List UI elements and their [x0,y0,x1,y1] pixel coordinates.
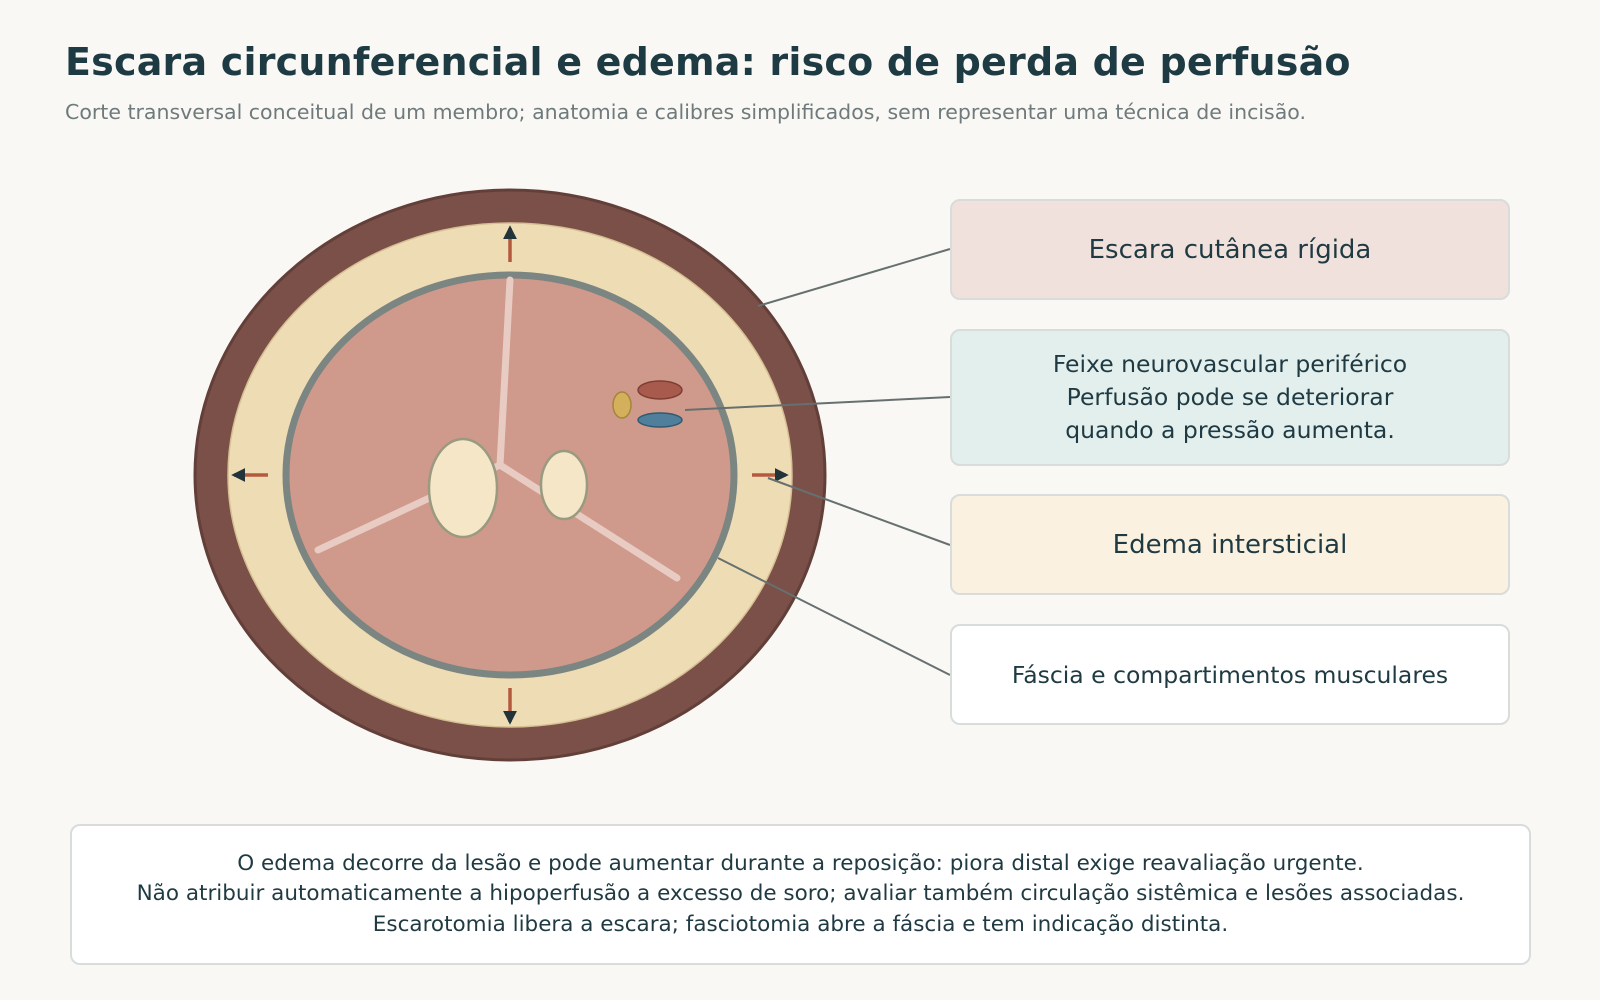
clinical-note-box: O edema decorre da lesão e pode aumentar… [70,824,1531,965]
leader-edema [767,477,951,546]
artery [637,380,683,400]
callout-feixe-title: Feixe neurovascular periférico [1052,350,1408,378]
callout-feixe-line1: Perfusão pode se deteriorar [1066,383,1394,411]
callout-edema-label: Edema intersticial [1112,529,1348,560]
leader-escara [757,248,951,307]
callout-escara: Escara cutânea rígida [950,199,1510,300]
callout-escara-label: Escara cutânea rígida [1088,234,1372,265]
leader-lines [684,248,951,676]
note-line-3: Escarotomia libera a escara; fasciotomia… [372,911,1229,937]
page-title: Escara circunferencial e edema: risco de… [65,40,1351,84]
callout-fascia: Fáscia e compartimentos musculares [950,624,1510,725]
vein [637,412,683,428]
callout-fascia-label: Fáscia e compartimentos musculares [1011,660,1449,689]
note-line-1: O edema decorre da lesão e pode aumentar… [237,850,1364,876]
page-subtitle: Corte transversal conceitual de um membr… [65,100,1306,124]
callout-feixe-neurovascular: Feixe neurovascular periférico Perfusão … [950,329,1510,466]
limb-cross-section-diagram [193,188,951,762]
callout-edema: Edema intersticial [950,494,1510,595]
bone-small [539,449,589,521]
bone-large [427,437,499,539]
note-line-2: Não atribuir automaticamente a hipoperfu… [136,881,1465,907]
leader-feixe [684,396,951,411]
nerve [612,391,632,419]
pressure-arrows [231,225,789,725]
callout-feixe-line2: quando a pressão aumenta. [1065,416,1395,444]
leader-fascia [717,557,951,676]
